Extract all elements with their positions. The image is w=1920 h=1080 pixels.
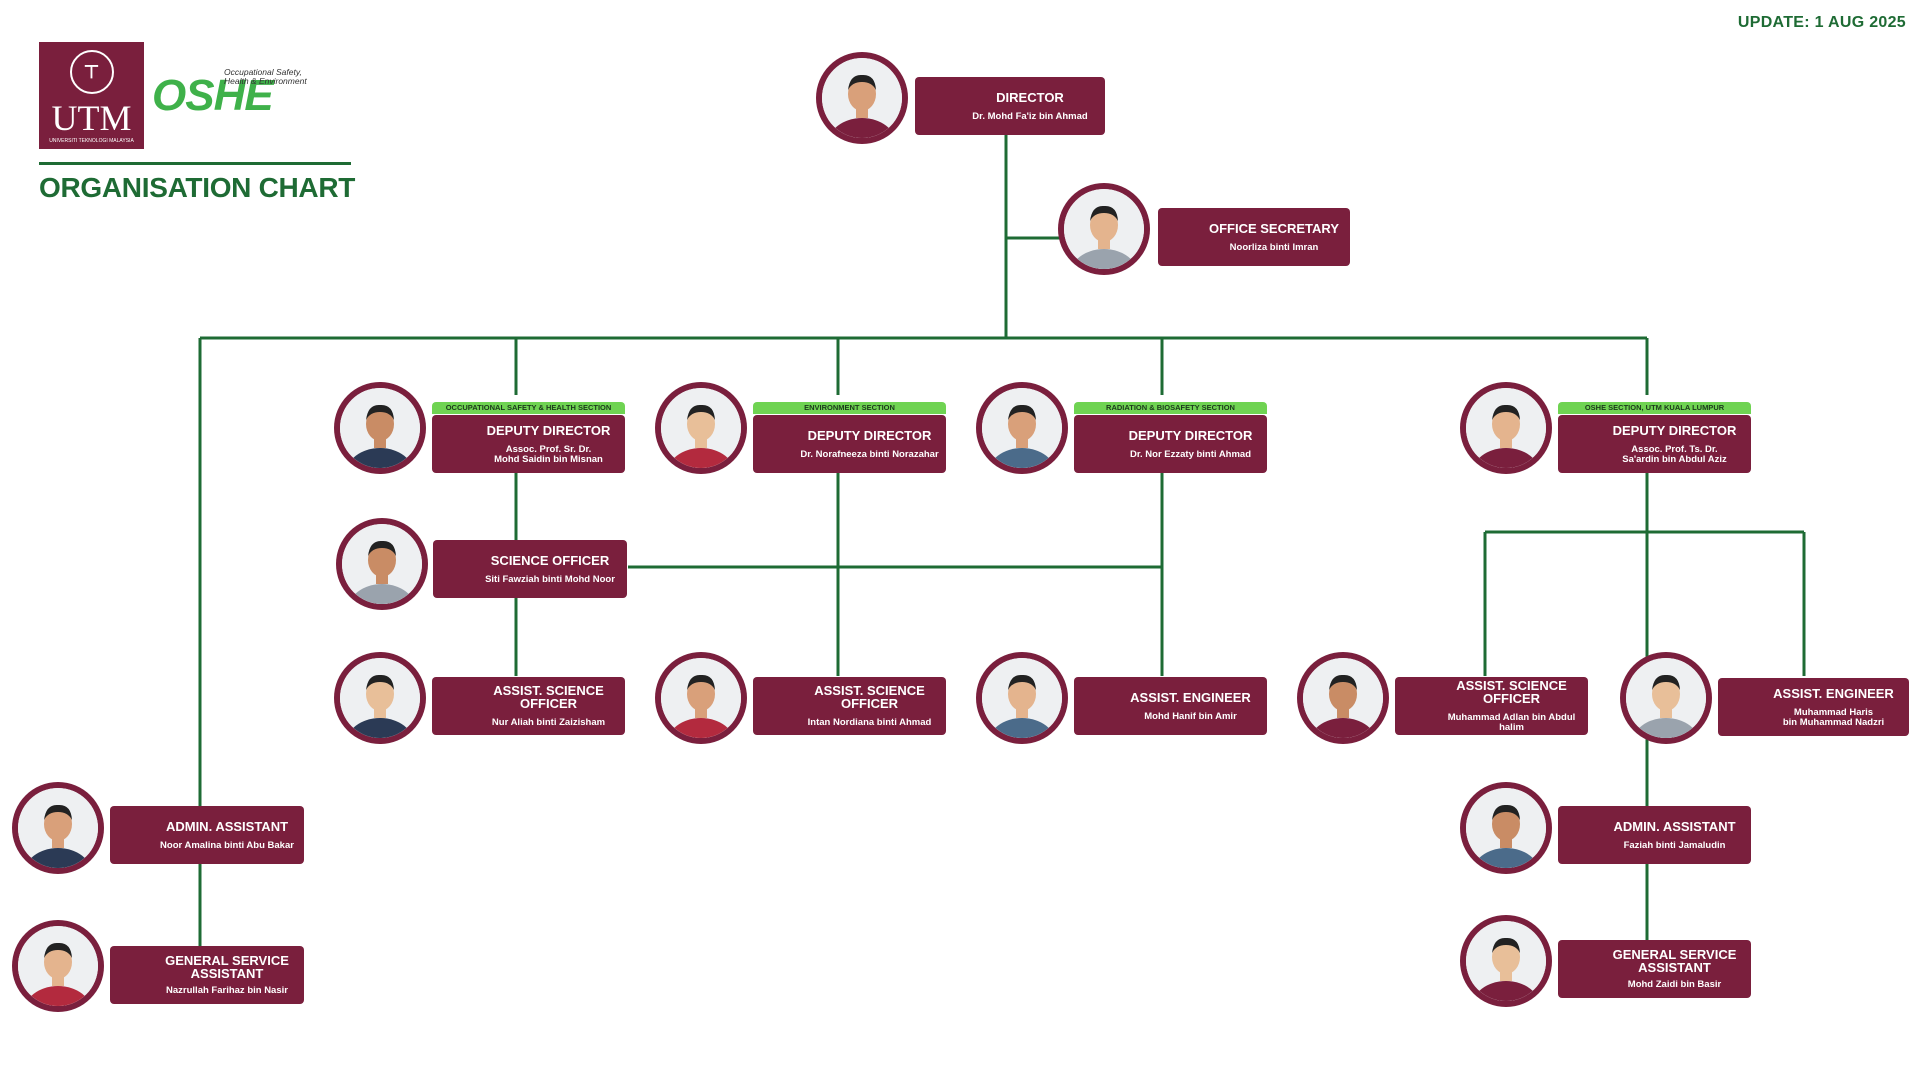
staff-role: ASSIST. SCIENCE OFFICER [493,683,604,711]
staff-photo [12,920,104,1012]
staff-photo [1460,915,1552,1007]
staff-photo [334,382,426,474]
staff-photo [334,652,426,744]
staff-name: Dr. Norafneeza binti Norazahar [800,448,939,460]
staff-photo [976,652,1068,744]
staff-card-science-officer: SCIENCE OFFICER Siti Fawziah binti Mohd N… [433,540,627,598]
staff-card-deputy-kl: DEPUTY DIRECTOR Assoc. Prof. Ts. Dr. Sa'a… [1558,415,1751,473]
staff-card-office-secretary: OFFICE SECRETARY Noorliza binti Imran [1158,208,1350,266]
staff-role: DEPUTY DIRECTOR [807,427,932,443]
utm-logo: ⊤ UTM UNIVERSITI TEKNOLOGI MALAYSIA [39,42,144,149]
avatar-icon [18,788,98,868]
staff-photo [1460,782,1552,874]
staff-card-admin-1: ADMIN. ASSISTANT Noor Amalina binti Abu B… [110,806,304,864]
staff-name: Noor Amalina binti Abu Bakar [160,839,294,851]
staff-photo [12,782,104,874]
staff-card-deputy-rad: DEPUTY DIRECTOR Dr. Nor Ezzaty binti Ahma… [1074,415,1267,473]
staff-card-asst-sci-3: ASSIST. SCIENCE OFFICER Muhammad Adlan bi… [1395,677,1588,735]
staff-card-asst-sci-1: ASSIST. SCIENCE OFFICER Nur Aliah binti Z… [432,677,625,735]
staff-name: Faziah binti Jamaludin [1623,839,1726,851]
section-label: ENVIRONMENT SECTION [753,402,946,414]
staff-photo [1620,652,1712,744]
oshe-logo-tagline: Occupational Safety, Health & Environmen… [224,67,307,86]
staff-name: Intan Nordiana binti Ahmad [807,717,932,728]
staff-photo [655,652,747,744]
staff-role: OFFICE SECRETARY [1208,220,1339,236]
staff-role: ASSIST. SCIENCE OFFICER [1456,678,1567,706]
avatar-icon [18,926,98,1006]
staff-photo [1058,183,1150,275]
staff-photo [655,382,747,474]
section-label: RADIATION & BIOSAFETY SECTION [1074,402,1267,414]
page-title: ORGANISATION CHART [39,172,356,203]
staff-name: Assoc. Prof. Ts. Dr. Sa'ardin bin Abdul … [1622,443,1727,465]
utm-logo-subtitle: UNIVERSITI TEKNOLOGI MALAYSIA [49,138,134,144]
staff-name: Nur Aliah binti Zaizisham [491,717,606,728]
staff-role: DIRECTOR [996,89,1064,105]
avatar-icon [340,388,420,468]
staff-photo [1460,382,1552,474]
staff-photo [976,382,1068,474]
staff-role: ASSIST. ENGINEER [1773,685,1894,701]
staff-card-gsa-2: GENERAL SERVICE ASSISTANT Mohd Zaidi bin … [1558,940,1751,998]
staff-card-deputy-env: DEPUTY DIRECTOR Dr. Norafneeza binti Nora… [753,415,946,473]
avatar-icon [1466,788,1546,868]
avatar-icon [340,658,420,738]
staff-photo [816,52,908,144]
staff-name: Nazrullah Farihaz bin Nasir [166,985,288,996]
avatar-icon [1303,658,1383,738]
avatar-icon [1466,921,1546,1001]
staff-role: DEPUTY DIRECTOR [1612,422,1737,438]
staff-card-asst-sci-2: ASSIST. SCIENCE OFFICER Intan Nordiana bi… [753,677,946,735]
staff-role: ADMIN. ASSISTANT [1613,818,1736,834]
staff-card-asst-eng-2: ASSIST. ENGINEER Muhammad Haris bin Muham… [1718,678,1909,736]
staff-card-gsa-1: GENERAL SERVICE ASSISTANT Nazrullah Farih… [110,946,304,1004]
staff-card-deputy-ohs: DEPUTY DIRECTOR Assoc. Prof. Sr. Dr. Mohd… [432,415,625,473]
avatar-icon [1466,388,1546,468]
staff-role: GENERAL SERVICE ASSISTANT [1612,947,1737,975]
staff-role: DEPUTY DIRECTOR [486,422,611,438]
update-date: UPDATE: 1 AUG 2025 [1737,14,1906,31]
staff-role: ASSIST. ENGINEER [1130,689,1251,705]
staff-role: ASSIST. SCIENCE OFFICER [814,683,925,711]
staff-role: ADMIN. ASSISTANT [165,818,289,834]
staff-name: Dr. Nor Ezzaty binti Ahmad [1129,448,1252,460]
avatar-icon [661,658,741,738]
avatar-icon [1064,189,1144,269]
staff-name: Muhammad Haris bin Muhammad Nadzri [1782,706,1885,728]
staff-name: Siti Fawziah binti Mohd Noor [485,573,615,585]
avatar-icon [1626,658,1706,738]
staff-name: Noorliza binti Imran [1229,241,1319,253]
avatar-icon [661,388,741,468]
staff-name: Muhammad Adlan bin Abdul halim [1447,712,1576,733]
staff-name: Dr. Mohd Fa'iz bin Ahmad [972,110,1088,122]
title-divider [39,162,351,165]
staff-card-admin-2: ADMIN. ASSISTANT Faziah binti Jamaludin [1558,806,1751,864]
staff-role: GENERAL SERVICE ASSISTANT [165,953,289,981]
section-label: OCCUPATIONAL SAFETY & HEALTH SECTION [432,402,625,414]
staff-name: Mohd Zaidi bin Basir [1627,979,1722,990]
staff-photo [1297,652,1389,744]
staff-card-asst-eng-1: ASSIST. ENGINEER Mohd Hanif bin Amir [1074,677,1267,735]
oshe-logo: OSHE [152,71,274,120]
staff-name: Assoc. Prof. Sr. Dr. Mohd Saidin bin Mis… [494,443,603,465]
staff-photo [336,518,428,610]
staff-card-director: DIRECTOR Dr. Mohd Fa'iz bin Ahmad [915,77,1105,135]
avatar-icon [982,388,1062,468]
staff-role: DEPUTY DIRECTOR [1128,427,1253,443]
utm-emblem-icon: ⊤ [69,50,114,94]
staff-role: SCIENCE OFFICER [490,552,610,568]
utm-logo-text: UTM [51,98,132,138]
staff-name: Mohd Hanif bin Amir [1144,710,1237,722]
section-label: OSHE SECTION, UTM KUALA LUMPUR [1558,402,1751,414]
avatar-icon [822,58,902,138]
avatar-icon [982,658,1062,738]
avatar-icon [342,524,422,604]
